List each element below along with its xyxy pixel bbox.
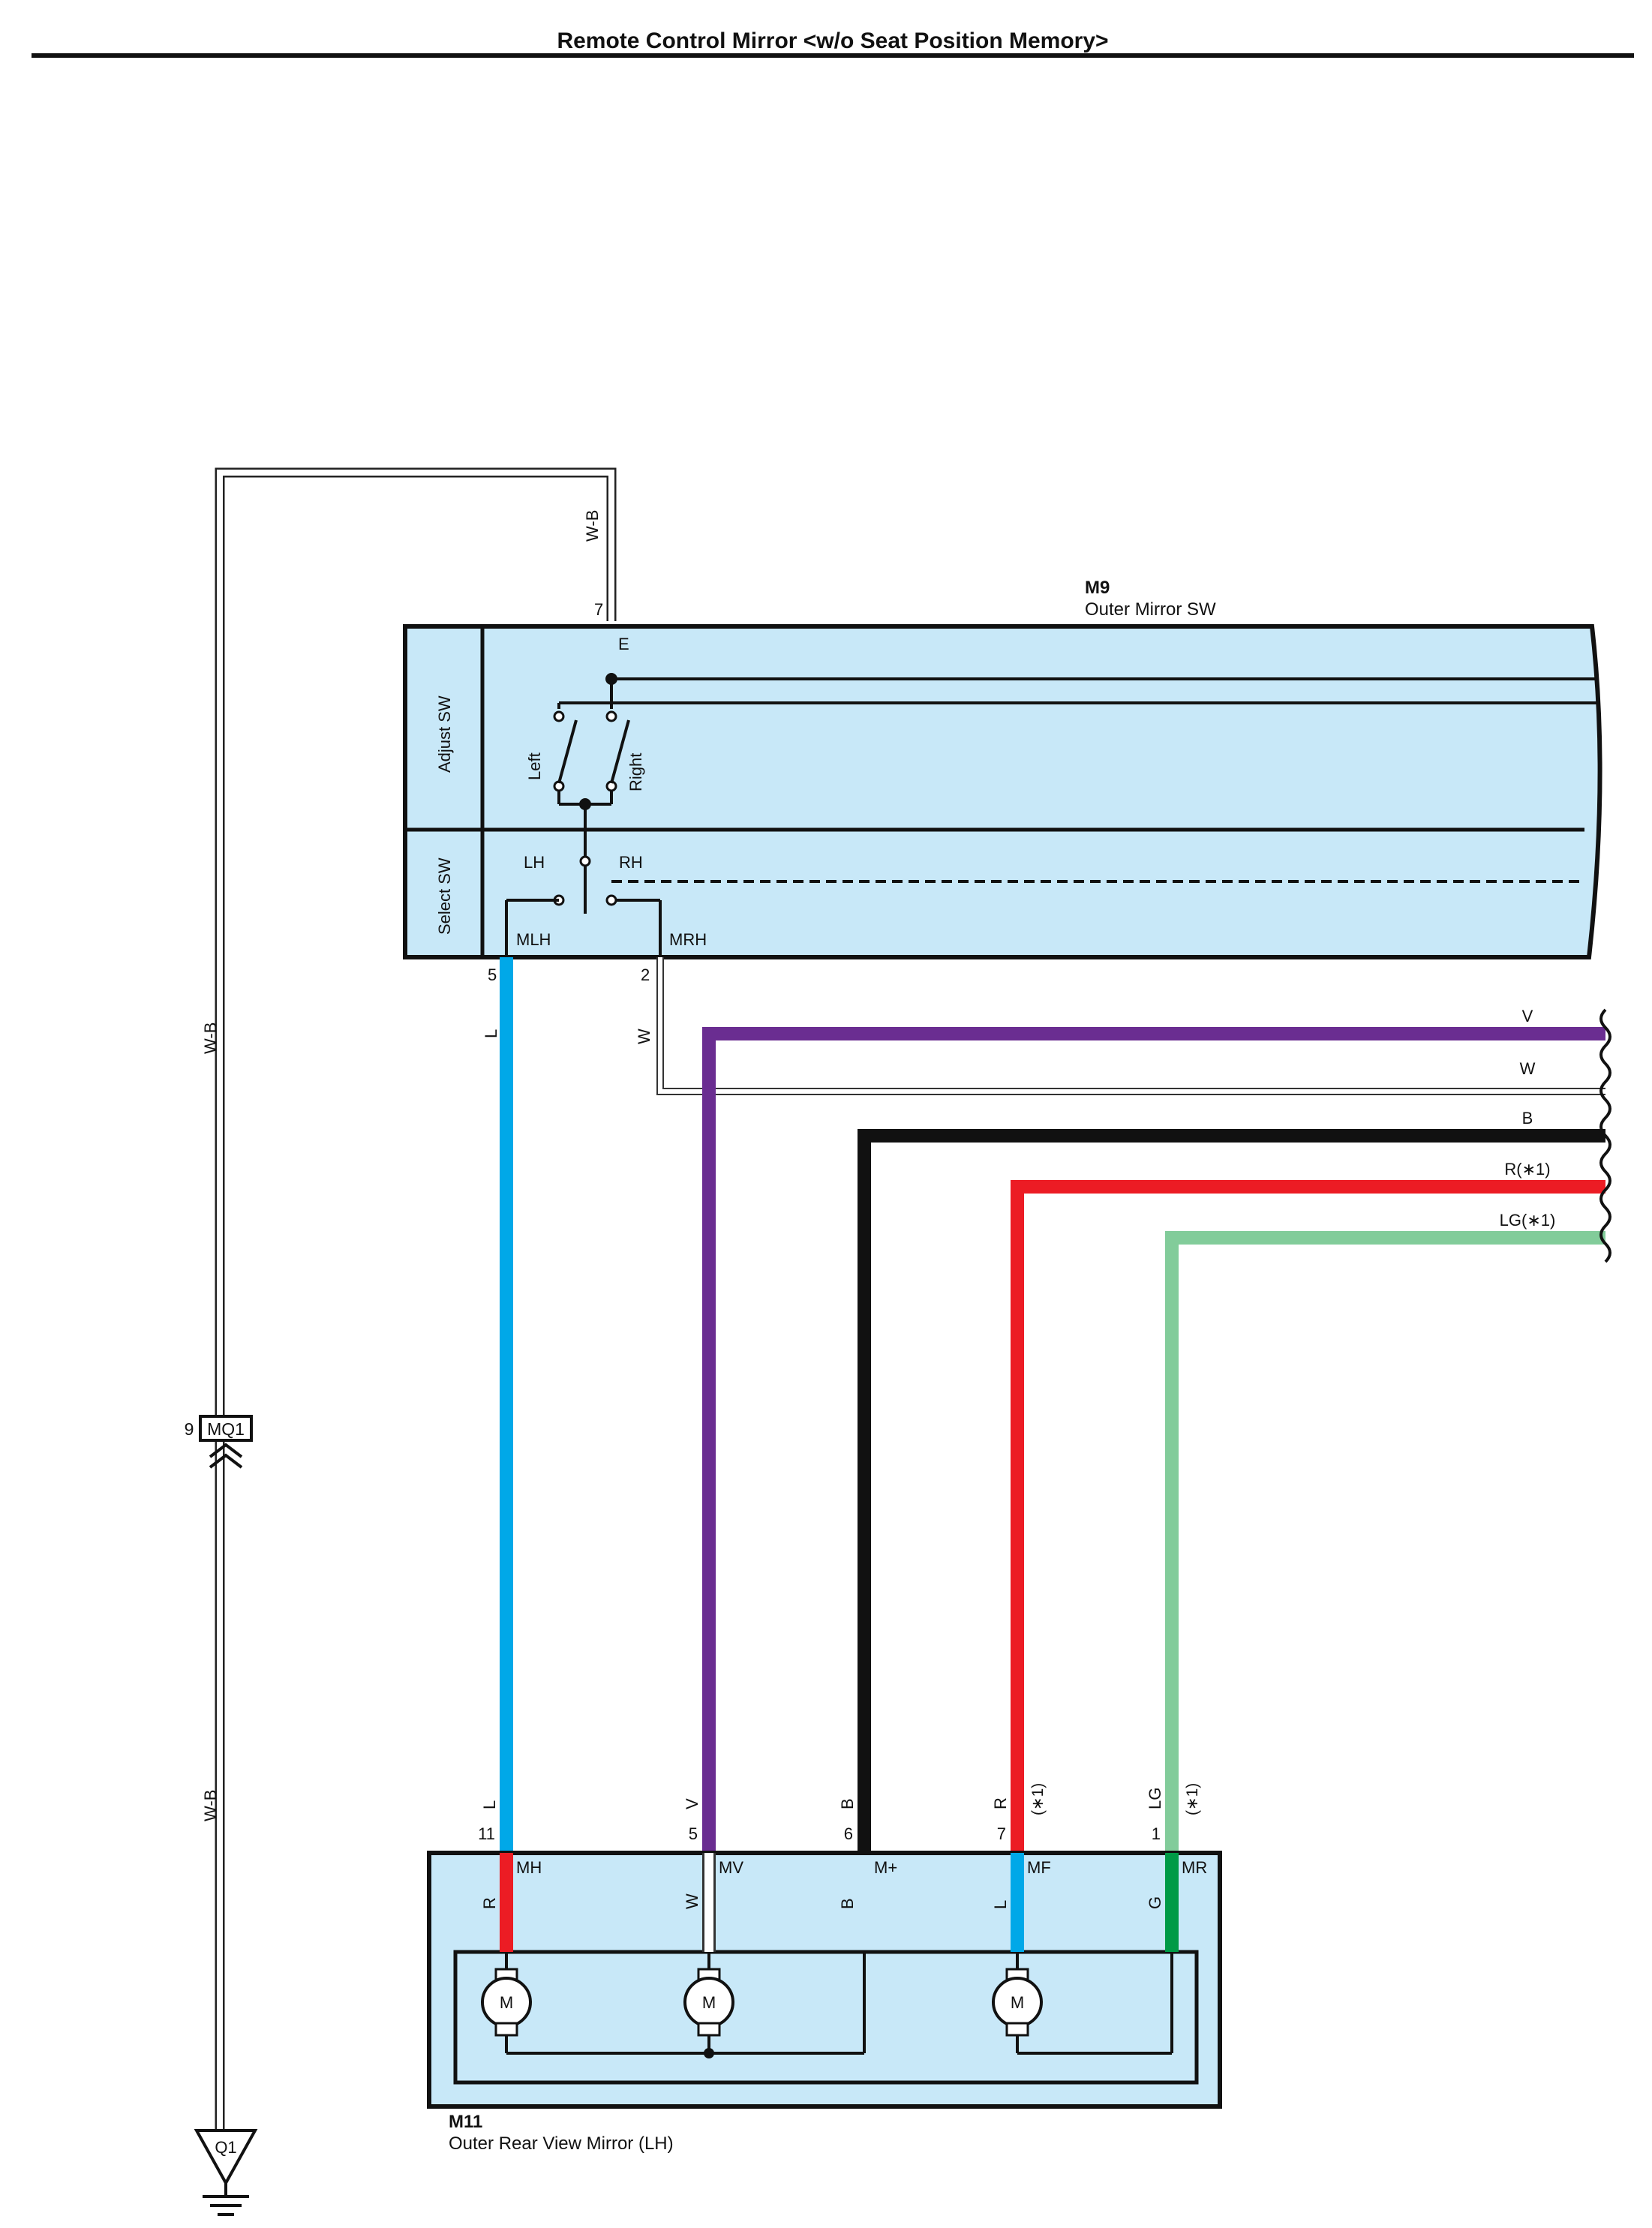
m11-wire-label-2: V: [683, 1798, 701, 1809]
outer-mirror-switch-box: [403, 624, 1602, 959]
right-label-r: R(∗1): [1504, 1160, 1550, 1179]
m11-inner-label-1: R: [480, 1897, 499, 1909]
right-label-v: V: [1522, 1007, 1533, 1025]
pin-mrh-number: 2: [641, 965, 650, 984]
right-label-w: W: [1520, 1059, 1536, 1078]
m11-pin-5: 1: [1152, 1824, 1161, 1843]
outer-rear-view-mirror-box: [427, 1851, 1222, 2109]
mirror-inner-frame: [453, 1950, 1199, 2085]
m11-pin-4: 7: [997, 1824, 1006, 1843]
m11-wire-label-5: LG: [1146, 1788, 1164, 1809]
ground-wire-wb: [215, 467, 617, 2134]
wire-lg: [1165, 1231, 1605, 1853]
wire-label-wb-low: W-B: [201, 1790, 220, 1821]
mrh-label: MRH: [669, 930, 707, 949]
mirror-name: Outer Rear View Mirror (LH): [449, 2133, 674, 2154]
select-sw-label: Select SW: [435, 857, 454, 935]
motor-3: [992, 1952, 1043, 2053]
motor-2: [683, 1952, 734, 2058]
switch-code: M9: [1085, 578, 1110, 598]
rh-label: RH: [619, 853, 643, 872]
connector-mq1-label: MQ1: [207, 1419, 245, 1439]
mirror-code: M11: [449, 2112, 482, 2132]
page-title: Remote Control Mirror <w/o Seat Position…: [557, 29, 1108, 53]
wire-v: [702, 1027, 1605, 1853]
m11-pin-1: 11: [478, 1824, 495, 1843]
m11-terminal-name-4: MF: [1027, 1858, 1051, 1877]
right-label-lg: LG(∗1): [1500, 1211, 1556, 1230]
pin-e-number: 7: [594, 600, 603, 619]
pin-mlh-number: 5: [488, 965, 497, 984]
terminal-e-label: E: [618, 635, 629, 653]
right-label-b: B: [1522, 1109, 1533, 1128]
m11-terminal-name-5: MR: [1182, 1858, 1207, 1877]
m11-note-4: (∗1): [1029, 1783, 1047, 1815]
m11-inner-label-5: G: [1146, 1896, 1164, 1909]
lh-label: LH: [524, 853, 545, 872]
ground-point-q1: Q1: [194, 2129, 258, 2216]
wire-label-mlh-l: L: [482, 1029, 500, 1038]
wire-label-wb-top: W-B: [583, 510, 602, 542]
connector-mq1-pin: 9: [185, 1419, 194, 1439]
adjust-switch-contacts: [553, 673, 630, 857]
m11-wire-label-1: L: [480, 1800, 499, 1809]
wire-b: [858, 1129, 1605, 1950]
adjust-sw-label: Adjust SW: [435, 695, 454, 773]
connector-mq1: MQ1 9: [185, 1415, 253, 1469]
connector-chevron-1: [209, 1443, 243, 1458]
left-label: Left: [525, 752, 544, 780]
m11-wire-label-4: R: [991, 1797, 1010, 1809]
m11-wire-label-3: B: [838, 1798, 857, 1809]
m11-terminal-name-1: MH: [516, 1858, 542, 1877]
m11-inner-label-3: B: [838, 1898, 857, 1909]
connector-chevron-2: [209, 1453, 243, 1469]
m11-note-5: (∗1): [1184, 1783, 1201, 1815]
wire-label-wb-mid: W-B: [201, 1022, 220, 1054]
continuation-mark: [1599, 1008, 1611, 1263]
mlh-label: MLH: [516, 930, 551, 949]
motor-1: [481, 1952, 532, 2053]
motor-3-label: M: [1011, 1993, 1024, 2012]
motor-2-label: M: [702, 1993, 716, 2012]
right-label: Right: [626, 753, 645, 791]
m11-terminal-name-2: MV: [719, 1858, 743, 1877]
m11-terminal-name-3: M+: [874, 1858, 897, 1877]
wire-r: [1011, 1180, 1605, 1853]
m11-inner-label-4: L: [991, 1900, 1010, 1909]
m11-pin-3: 6: [844, 1824, 853, 1843]
wire-mrh-w: [656, 957, 1605, 1095]
select-switch-contacts: [505, 855, 662, 957]
ground-point-q1-label: Q1: [215, 2138, 236, 2157]
switch-name: Outer Mirror SW: [1085, 599, 1216, 620]
m11-pin-2: 5: [689, 1824, 698, 1843]
m11-inner-label-2: W: [683, 1893, 701, 1909]
wire-label-mrh-w: W: [635, 1028, 653, 1044]
motor-1-label: M: [500, 1993, 513, 2012]
